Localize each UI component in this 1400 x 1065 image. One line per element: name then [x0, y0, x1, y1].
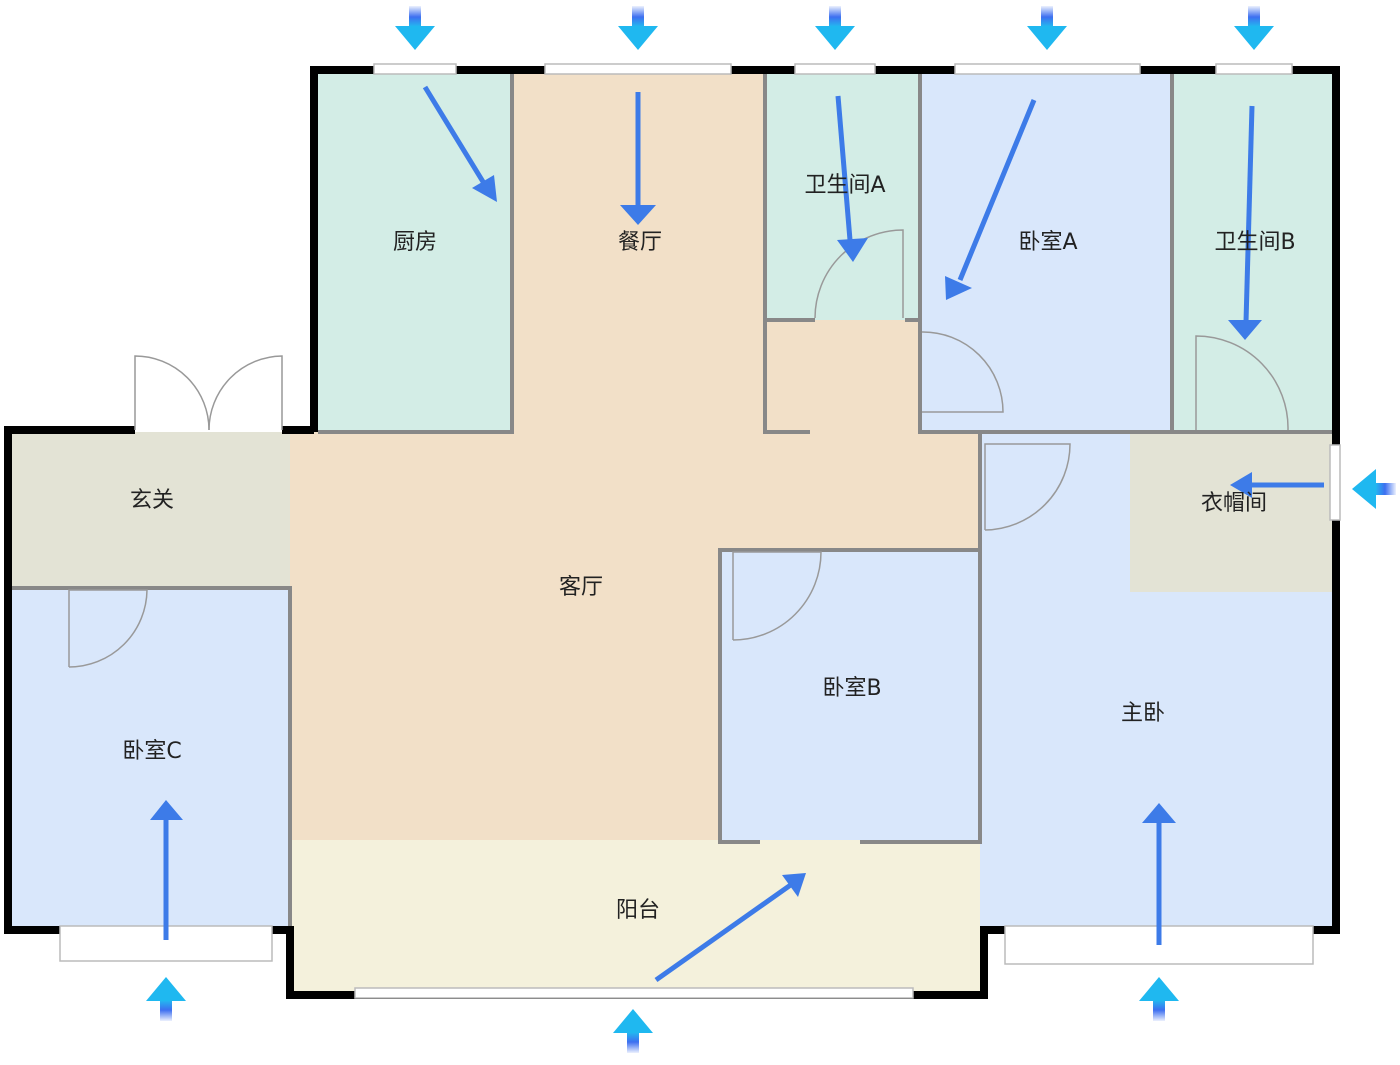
inlet-arrow-icon — [1234, 6, 1274, 50]
label-bath-a: 卫生间A — [804, 173, 885, 198]
inlet-arrow-icon — [1352, 469, 1396, 509]
inlet-arrow-icon — [146, 977, 186, 1021]
room-cloakroom — [1130, 432, 1332, 592]
room-bedroom-b — [720, 548, 980, 840]
airflow-arrows — [150, 85, 1324, 983]
room-bedroom-a — [920, 74, 1172, 432]
label-kitchen: 厨房 — [393, 230, 437, 255]
inlet-arrow-icon — [815, 6, 855, 50]
room-bedroom-c — [10, 588, 290, 930]
inlet-arrow-icon — [395, 6, 435, 50]
label-entrance: 玄关 — [130, 488, 174, 513]
label-balcony: 阳台 — [616, 898, 660, 923]
room-bath-a — [765, 74, 920, 320]
inlet-arrow-icon — [1139, 977, 1179, 1021]
label-dining: 餐厅 — [618, 230, 662, 255]
interior-walls — [10, 74, 1332, 930]
doors — [68, 229, 1289, 668]
inlet-arrows — [146, 6, 1396, 1053]
room-kitchen — [318, 74, 512, 432]
inlet-arrow-icon — [1027, 6, 1067, 50]
inlet-arrow-icon — [613, 1009, 653, 1053]
room-entrance — [10, 432, 290, 588]
label-bedroom-a: 卧室A — [1018, 230, 1077, 255]
label-master: 主卧 — [1121, 701, 1165, 726]
label-bedroom-c: 卧室C — [122, 739, 181, 764]
inlet-arrow-icon — [618, 6, 658, 50]
label-living: 客厅 — [559, 575, 603, 600]
label-bath-b: 卫生间B — [1214, 230, 1295, 255]
room-balcony — [290, 840, 980, 995]
label-bedroom-b: 卧室B — [822, 676, 881, 701]
room-living-dining — [290, 74, 980, 840]
label-cloakroom: 衣帽间 — [1201, 491, 1267, 516]
